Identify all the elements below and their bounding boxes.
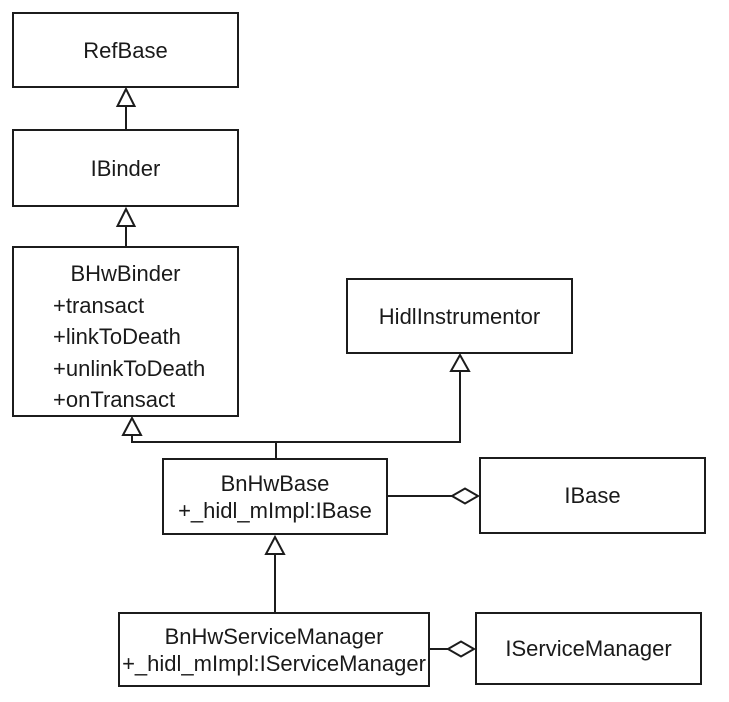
generalization-edge-bhwbinder-to-ibinder [115,206,137,246]
class-name-ibinder: IBinder [90,155,161,181]
class-box-refbase: RefBase [12,12,239,88]
class-member-linktodeath: +linkToDeath [53,324,181,349]
hollow-triangle-arrowhead [264,534,286,555]
class-name-bnhwservicemanager: BnHwServiceManager [164,623,384,649]
hollow-triangle-arrowhead [115,206,137,227]
class-name-bhwbinder: BHwBinder [70,261,181,286]
generalization-edge-ibinder-to-refbase [115,86,137,129]
class-name-refbase: RefBase [83,37,168,63]
class-box-hidlinstrumentor: HidlInstrumentor [346,278,573,354]
class-box-bnhwbase: BnHwBase +_hidl_mImpl:IBase [162,458,388,535]
class-member-hidl-mimpl-iservicemanager: +_hidl_mImpl:IServiceManager [122,650,426,676]
class-box-bhwbinder: BHwBinder +transact +linkToDeath +unlink… [12,246,239,417]
generalization-edge-bnhwservicemanager-to-bnhwbase [264,534,286,612]
class-member-unlinktodeath: +unlinkToDeath [53,355,206,381]
class-member-transact: +transact [53,292,145,318]
class-box-iservicemanager: IServiceManager [475,612,702,685]
hollow-triangle-arrowhead [121,415,143,436]
generalization-edge-bnhwbase-to-bhwbinder-and-hidlinstrumentor [121,352,471,458]
hollow-triangle-arrowhead [115,86,137,107]
aggregation-edge-bnhwservicemanager-to-iservicemanager [430,640,477,658]
class-box-ibase: IBase [479,457,706,534]
class-box-ibinder: IBinder [12,129,239,207]
class-member-ontransact: +onTransact [53,387,176,412]
class-name-iservicemanager: IServiceManager [505,636,672,661]
hollow-diamond-aggregation [449,487,481,505]
aggregation-edge-bnhwbase-to-ibase [388,487,481,505]
class-name-bnhwbase: BnHwBase [220,470,330,496]
class-name-ibase: IBase [564,483,621,508]
class-box-bnhwservicemanager: BnHwServiceManager +_hidl_mImpl:IService… [118,612,430,687]
class-name-hidlinstrumentor: HidlInstrumentor [378,303,541,329]
hollow-diamond-aggregation [445,640,477,658]
class-member-hidl-mimpl-ibase: +_hidl_mImpl:IBase [178,497,372,523]
hollow-triangle-arrowhead [449,352,471,372]
